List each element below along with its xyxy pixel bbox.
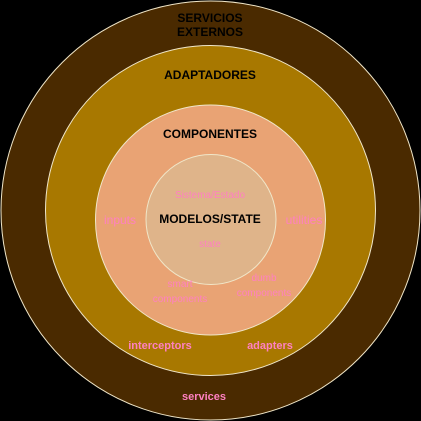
item-state: state xyxy=(199,239,221,250)
external-services-title-line1: SERVICIOS xyxy=(177,11,242,25)
core-title: MODELOS/STATE xyxy=(159,212,261,226)
ring-core-models-state xyxy=(145,154,277,285)
item-inputs: inputs xyxy=(104,213,136,227)
item-smart: smart xyxy=(168,279,193,290)
item-adapters: adapters xyxy=(247,340,293,352)
adapters-title: ADAPTADORES xyxy=(164,68,256,82)
item-components-left: components xyxy=(153,294,207,305)
item-services: services xyxy=(182,391,226,403)
item-dumb: dumb xyxy=(251,273,276,284)
item-sistema-estado: Sistema/Estado xyxy=(175,190,245,201)
item-interceptors: interceptors xyxy=(128,340,192,352)
components-title: COMPONENTES xyxy=(163,127,257,141)
item-components-right: components xyxy=(237,288,291,299)
item-utilities: utilities xyxy=(286,213,323,227)
external-services-title-line2: EXTERNOS xyxy=(177,25,243,39)
